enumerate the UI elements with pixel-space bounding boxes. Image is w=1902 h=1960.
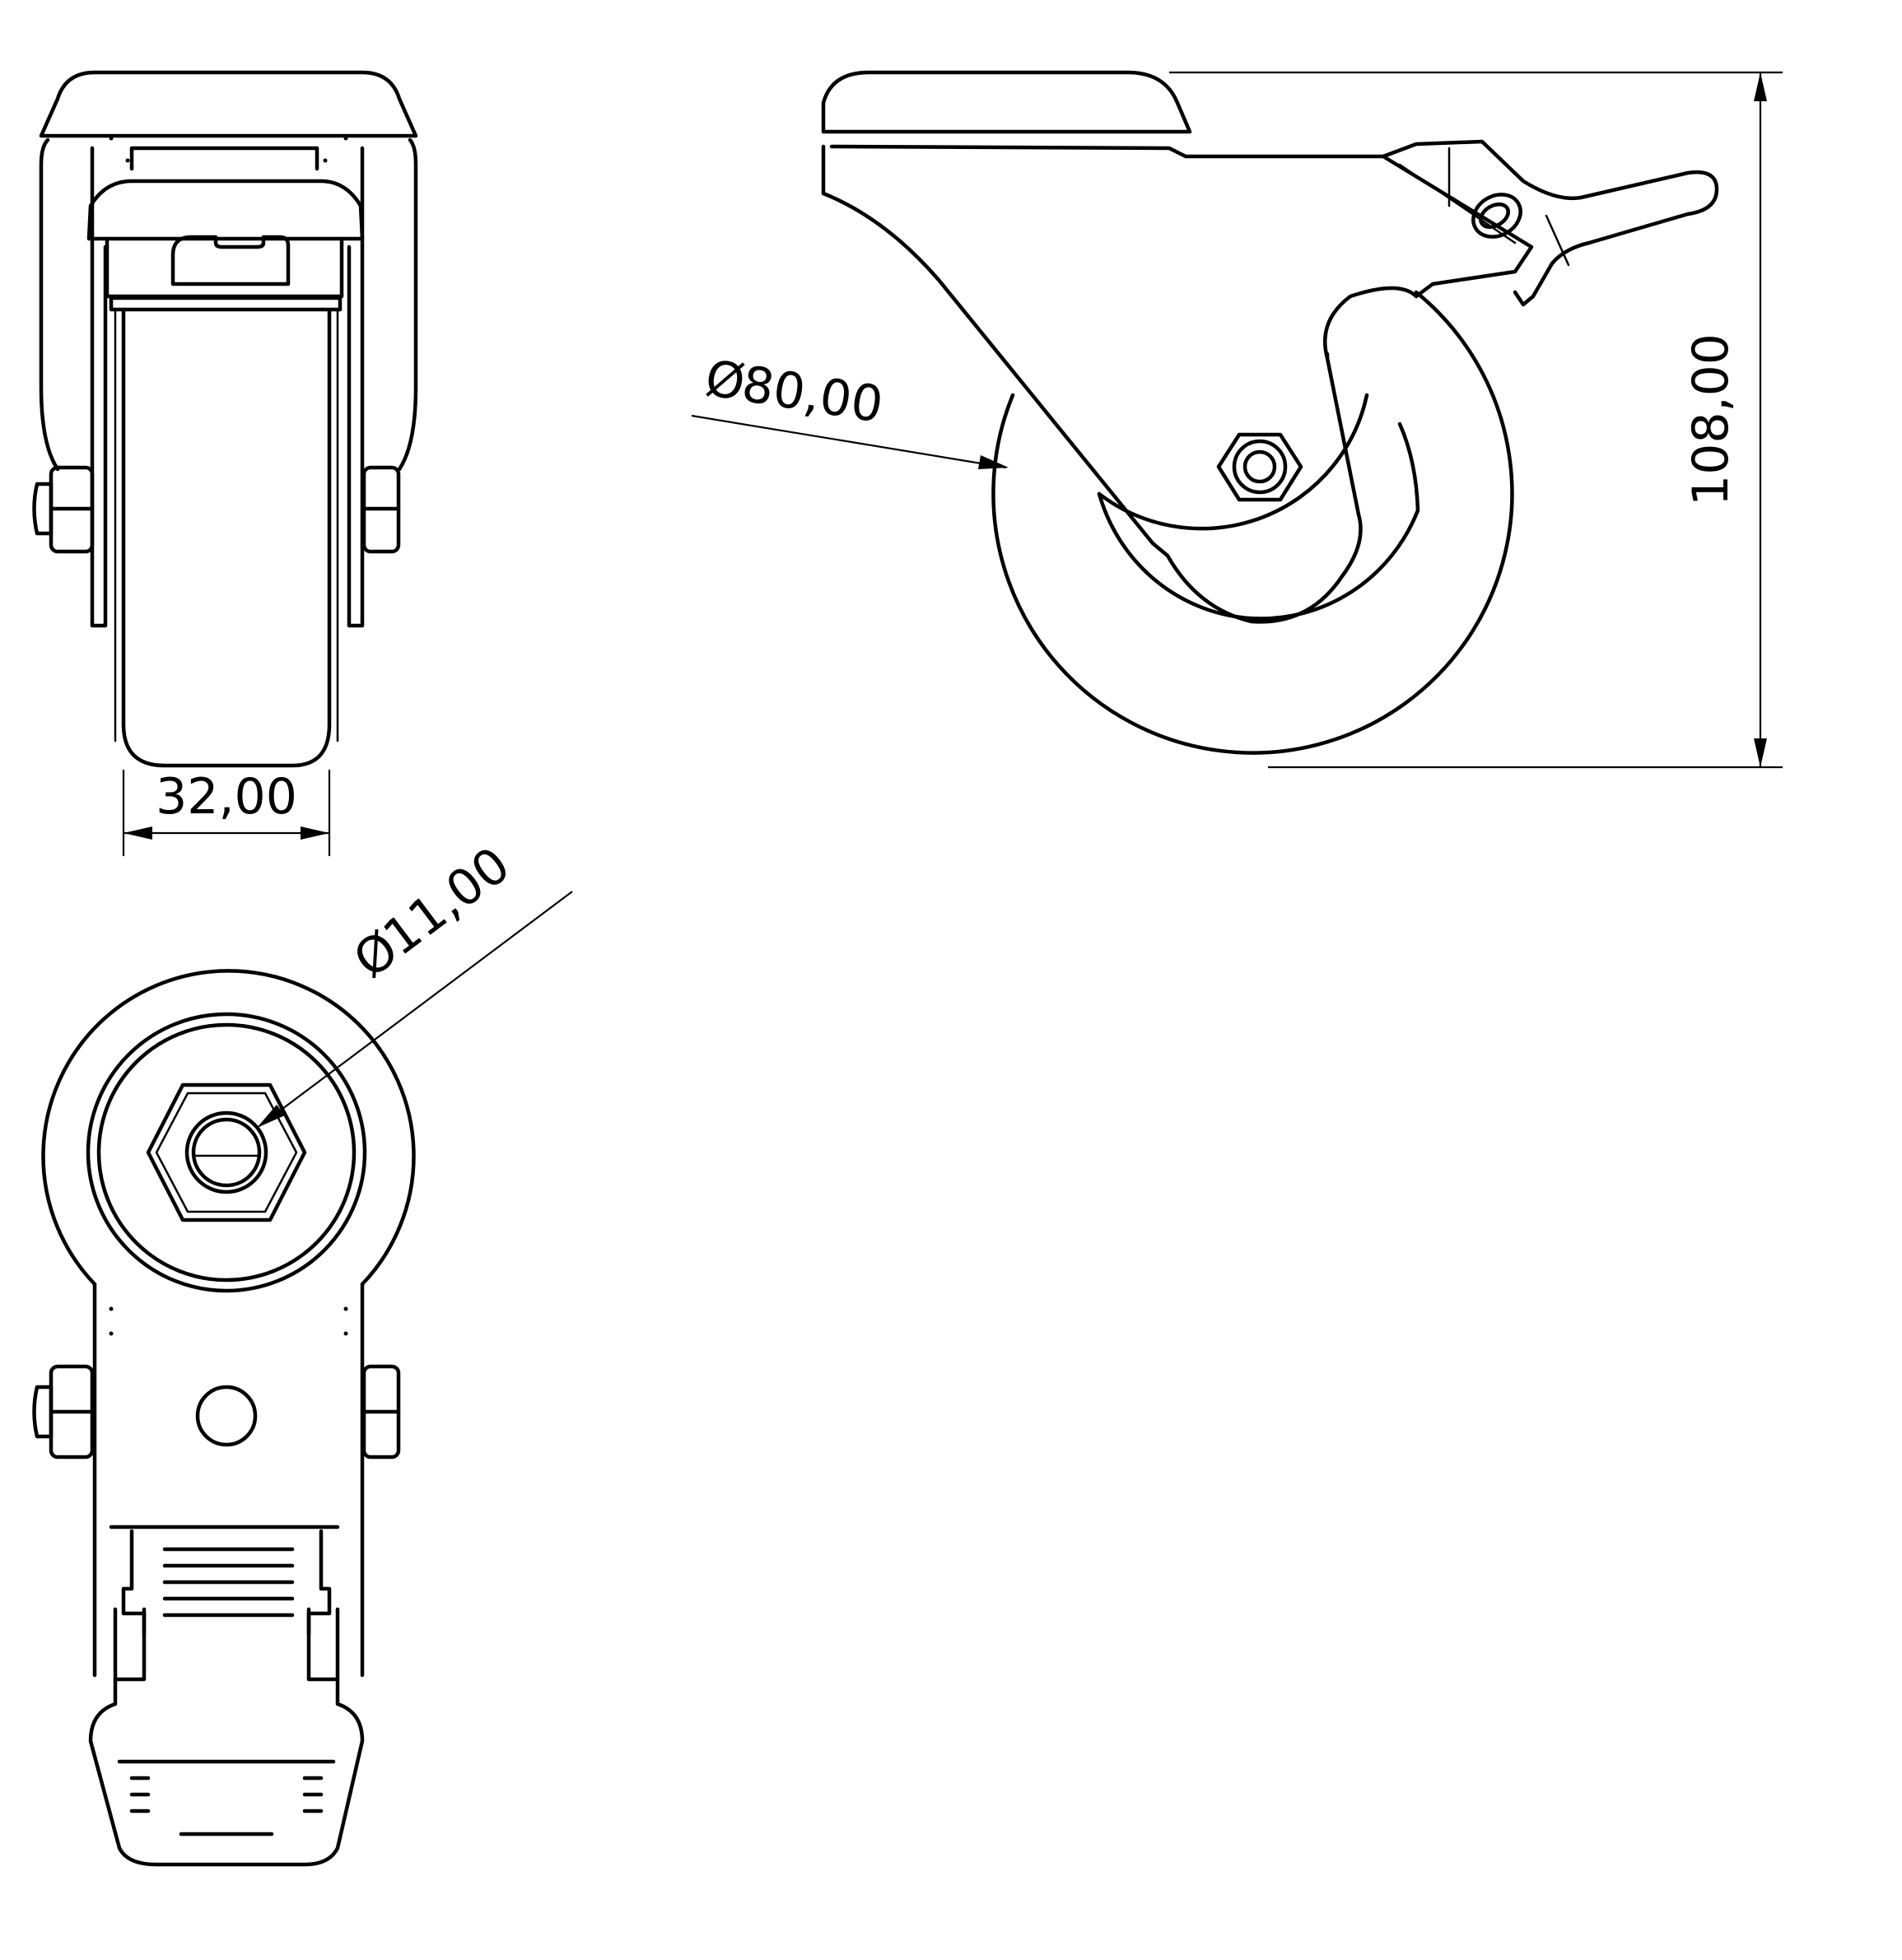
top-brake-side-tabs (113, 1607, 340, 1682)
side-brake-pivot (1471, 193, 1522, 239)
side-axle-nut (1216, 432, 1303, 502)
dim-wheel-diameter: Ø 80,00 (691, 350, 1009, 469)
top-brake-pedal-grip (117, 1759, 336, 1837)
side-axle-bolt (1242, 449, 1277, 484)
top-rim-inner (96, 1022, 357, 1283)
side-brake-pivot-inner (1479, 203, 1510, 229)
top-axle-bore (184, 1110, 268, 1194)
top-hex-nut-chamfer (155, 1092, 298, 1213)
side-wheel-rim (1097, 351, 1369, 531)
side-brake-lever (1381, 139, 1719, 307)
top-fork-body (92, 1282, 365, 1678)
dim-overall-height-text: 108,00 (1682, 333, 1740, 506)
top-brake-ribs (162, 1547, 295, 1618)
top-outer-disk (41, 969, 416, 1287)
dim-wheel-diameter-text: 80,00 (738, 356, 887, 435)
top-brake-pedal (88, 1677, 365, 1867)
front-kingpin-cap (86, 179, 365, 241)
top-hex-nut (146, 1082, 307, 1222)
front-wheel-tread (114, 310, 339, 743)
front-fork-legs (90, 146, 365, 628)
front-fork-body (39, 137, 418, 472)
side-axle-washer (1232, 439, 1288, 495)
top-detail-dots (109, 1306, 348, 1336)
front-wheel (121, 309, 332, 768)
side-top-plate (821, 70, 1192, 134)
dim-overall-height: 108,00 (1169, 71, 1783, 769)
front-hub-band (109, 296, 343, 312)
dim-wheel-width-text: 32,00 (156, 768, 297, 826)
front-top-plate (39, 70, 418, 138)
front-view: 32,00 (32, 70, 418, 856)
front-left-nut-face (32, 482, 95, 536)
dim-wheel-width: 32,00 (122, 768, 331, 856)
dim-axle-bore: Ø 11,00 (257, 836, 573, 1128)
top-view: Ø 11,00 (32, 836, 573, 1867)
side-wheel-rim-arc (1097, 421, 1420, 621)
dim-wheel-diameter-symbol: Ø (702, 350, 749, 413)
top-axle-bore-inner (191, 1117, 262, 1188)
front-cap-notch (170, 235, 291, 286)
side-fork-body (821, 144, 1534, 624)
top-left-nut-face (32, 1385, 95, 1439)
front-detail-dots (109, 136, 348, 163)
side-view: 108,00 Ø 80,00 (691, 70, 1783, 769)
side-wheel-tire (991, 290, 1514, 755)
front-upper-bracket (129, 146, 319, 171)
side-brake-lever-detail (1398, 147, 1570, 267)
top-kingpin-hole (195, 1385, 258, 1447)
top-rim-outer (86, 1012, 367, 1293)
